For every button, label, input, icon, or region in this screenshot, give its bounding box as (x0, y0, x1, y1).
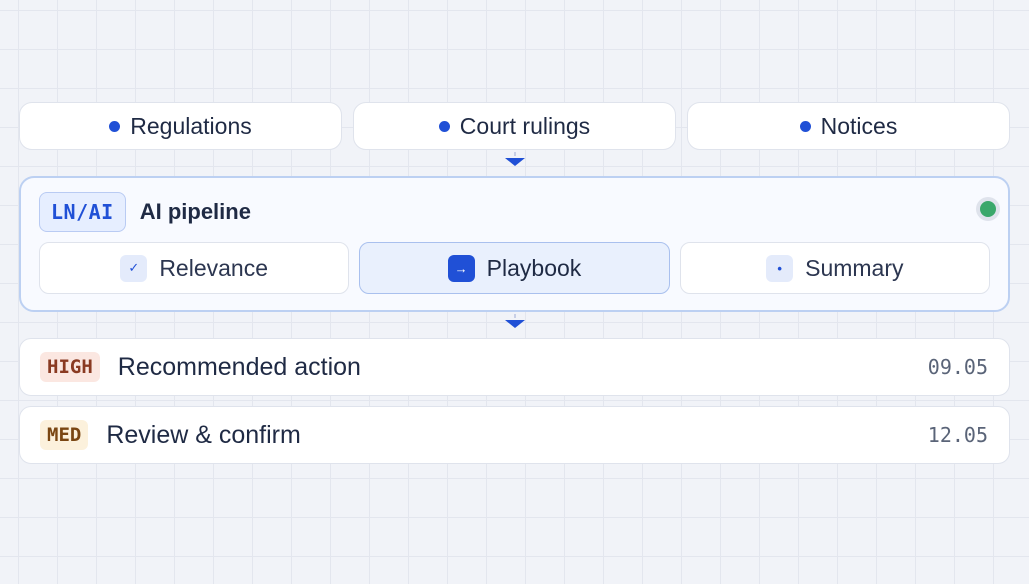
workflow-board: Regulations Court rulings Notices LN/AI … (19, 102, 1010, 474)
source-dot-icon (109, 120, 121, 132)
source-label: Court rulings (459, 112, 591, 139)
action-item[interactable]: HIGH Recommended action 09.05 (19, 338, 1010, 396)
source-label: Notices (820, 112, 898, 139)
flow-connector (19, 312, 1010, 338)
source-dot-icon (799, 120, 811, 132)
action-item[interactable]: MED Review & confirm 12.05 (19, 406, 1010, 464)
priority-badge: HIGH (40, 352, 100, 382)
pipeline-badge: LN/AI (39, 192, 126, 232)
step-relevance[interactable]: ✓ Relevance (39, 242, 350, 294)
pipeline-header: LN/AI AI pipeline (39, 192, 990, 232)
action-title: Recommended action (117, 352, 361, 381)
status-indicator-icon (980, 201, 996, 217)
source-dot-icon (438, 120, 450, 132)
flow-connector (19, 150, 1010, 176)
step-label: Relevance (159, 254, 268, 281)
source-court-rulings[interactable]: Court rulings (353, 102, 676, 150)
source-list: Regulations Court rulings Notices (19, 102, 1010, 150)
source-regulations[interactable]: Regulations (19, 102, 342, 150)
arrow-right-icon: → (447, 254, 475, 282)
check-icon: ✓ (120, 254, 148, 282)
connector-line (513, 152, 516, 156)
source-label: Regulations (130, 112, 252, 139)
pipeline-steps: ✓ Relevance → Playbook • Summary (39, 242, 990, 294)
step-playbook[interactable]: → Playbook (359, 242, 670, 294)
arrow-down-icon (504, 158, 525, 166)
source-notices[interactable]: Notices (687, 102, 1010, 150)
pipeline-title: AI pipeline (139, 199, 251, 224)
dot-icon: • (766, 254, 794, 282)
priority-badge: MED (40, 420, 89, 450)
action-title: Review & confirm (106, 420, 301, 449)
pipeline-panel: LN/AI AI pipeline ✓ Relevance → Playbook… (19, 176, 1010, 312)
step-label: Summary (805, 254, 904, 281)
step-label: Playbook (486, 254, 582, 281)
connector-line (513, 314, 516, 318)
action-date: 12.05 (927, 423, 988, 447)
action-date: 09.05 (927, 355, 988, 379)
step-summary[interactable]: • Summary (679, 242, 990, 294)
action-list: HIGH Recommended action 09.05 MED Review… (19, 338, 1010, 464)
arrow-down-icon (504, 320, 525, 328)
